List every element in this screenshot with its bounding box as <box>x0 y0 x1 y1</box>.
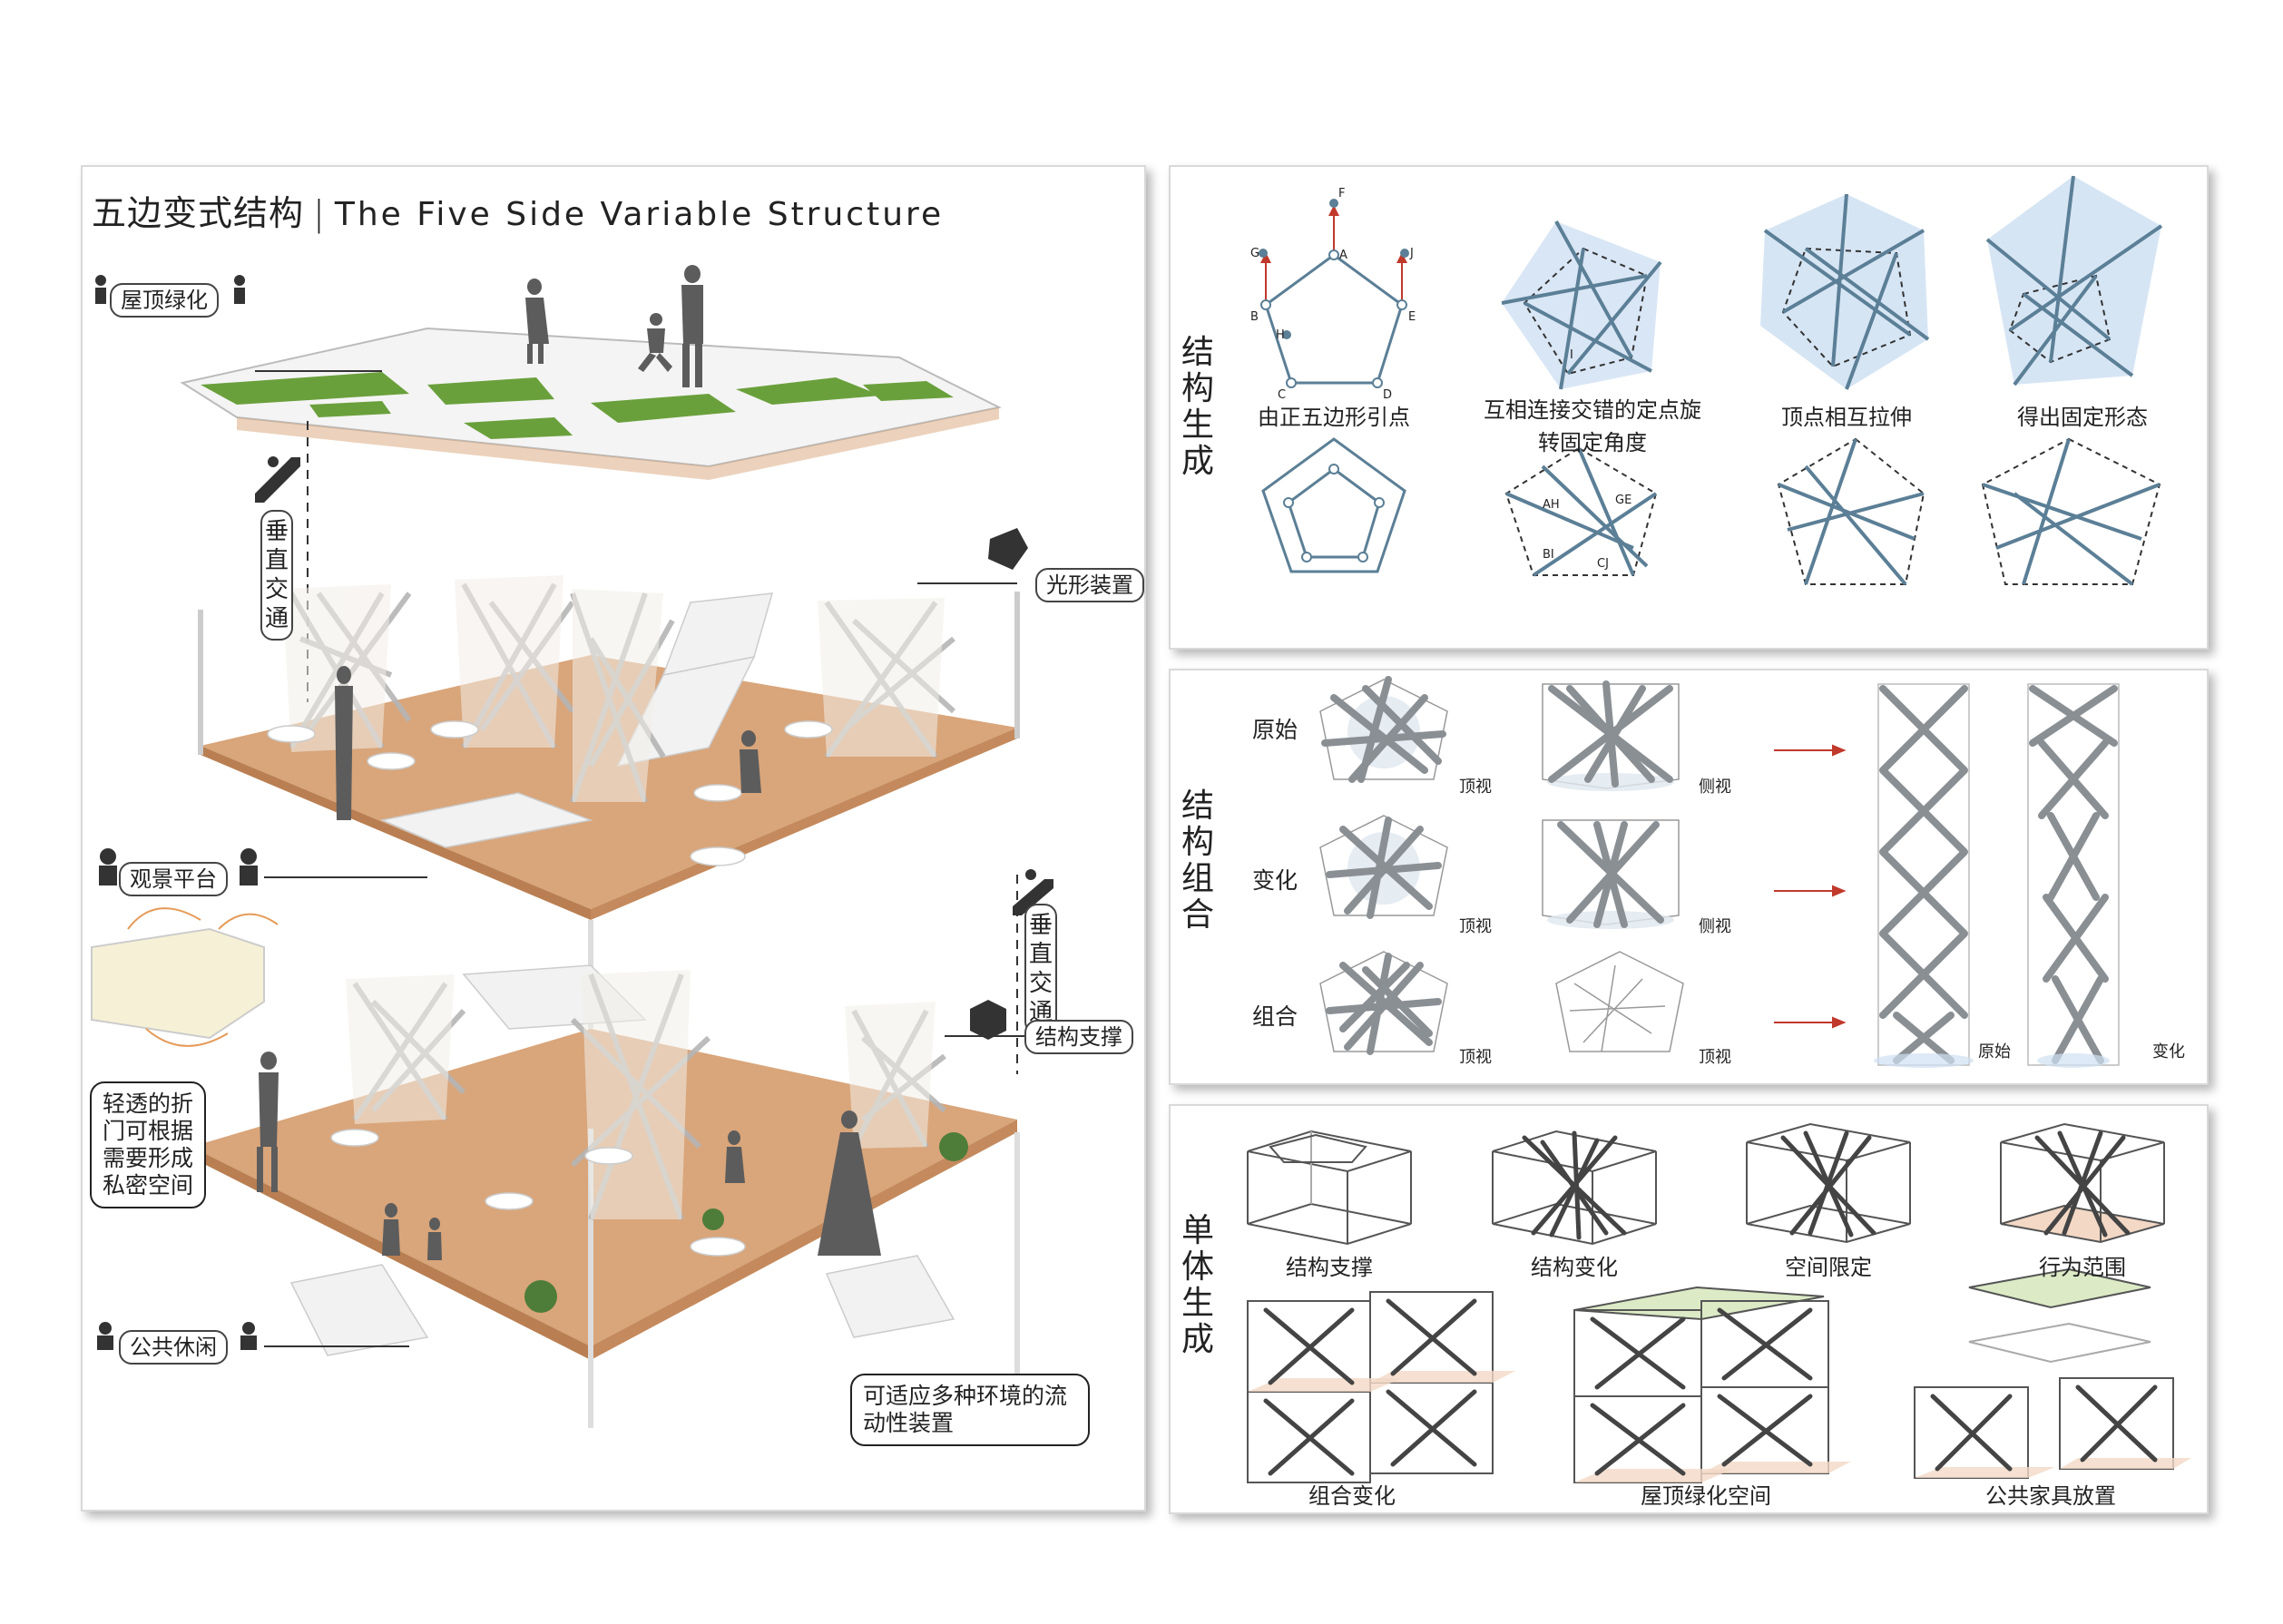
unit-generation-panel: 单体生成 <box>1169 1104 2209 1514</box>
point-label-a: A <box>1339 249 1347 262</box>
grid-cubes-3 <box>1914 1267 2191 1479</box>
public-leisure-label: 公共休闲 <box>119 1330 228 1365</box>
family-icon <box>99 848 258 885</box>
fold-door-illustration <box>91 907 279 1047</box>
top-view-label-3: 顶视 <box>1459 1048 1492 1067</box>
segment-label-ah: AH <box>1543 498 1560 512</box>
structure-combination-title: 结构组合 <box>1181 788 1214 934</box>
caption-rotate-fixed-angle: 互相连接交错的定点旋转固定角度 <box>1484 397 1701 455</box>
roof-people <box>525 265 703 387</box>
caption-combination-variation: 组合变化 <box>1308 1483 1396 1509</box>
diagram-2-top <box>1501 220 1662 390</box>
page-title: 五边变式结构|The Five Side Variable Structure <box>92 185 944 235</box>
caption-behavior-range: 行为范围 <box>2039 1255 2126 1280</box>
point-label-j: J <box>1410 247 1414 260</box>
pentagon-generation-diagrams <box>1259 175 2163 586</box>
escalator-icon-2 <box>1013 869 1053 915</box>
axonometric-panel: 五边变式结构|The Five Side Variable Structure <box>81 165 1146 1511</box>
roof-green-label: 屋顶绿化 <box>110 283 219 318</box>
diagram-4-top <box>1985 175 2163 386</box>
fold-door-note: 轻透的折门可根据需要形成私密空间 <box>90 1081 206 1208</box>
caption-structure-variation: 结构变化 <box>1531 1255 1618 1280</box>
cube-icon <box>970 1000 1006 1040</box>
unit-generation-title: 单体生成 <box>1181 1212 1214 1358</box>
point-label-f: F <box>1338 187 1346 201</box>
point-label-i: I <box>1570 348 1573 362</box>
column-label-variation: 变化 <box>2152 1042 2185 1061</box>
diagram-4-bottom <box>1981 437 2161 586</box>
structure-generation-panel: 结构生成 <box>1169 165 2209 650</box>
segment-label-ge: GE <box>1615 494 1632 507</box>
vertical-traffic-label: 垂直交通 <box>260 510 293 641</box>
point-label-g: G <box>1250 247 1260 260</box>
roof-green-layer <box>180 327 1003 480</box>
row-label-variation: 变化 <box>1252 867 1298 894</box>
side-view-label-1: 侧视 <box>1699 778 1731 797</box>
light-device-icon <box>988 528 1028 570</box>
caption-roof-green-space: 屋顶绿化空间 <box>1641 1483 1771 1509</box>
structure-combination-panel: 结构组合 原始 变化 组合 <box>1169 669 2209 1085</box>
caption-vertex-stretch: 顶点相互拉伸 <box>1781 405 1912 430</box>
row-label-combination: 组合 <box>1252 1003 1298 1030</box>
diagram-3-bottom <box>1777 437 1925 586</box>
escalator-icon <box>255 456 300 503</box>
title-en: The Five Side Variable Structure <box>334 196 945 233</box>
point-label-e: E <box>1408 310 1416 324</box>
diagram-1-top <box>1259 199 1409 388</box>
cube-1 <box>1247 1130 1412 1246</box>
diagram-1-bottom <box>1261 437 1406 573</box>
point-label-h: H <box>1276 328 1285 342</box>
caption-regular-pentagon: 由正五边形引点 <box>1258 405 1410 430</box>
icons <box>95 275 1053 1350</box>
diagram-2-bottom <box>1504 446 1658 577</box>
exploded-axonometric-illustration <box>91 265 1053 1428</box>
unit-diagrams <box>1247 1122 2191 1483</box>
top-view-label-1: 顶视 <box>1459 778 1492 797</box>
diagram-3-top <box>1760 193 1930 390</box>
view-platform-label: 观景平台 <box>119 862 228 896</box>
structure-generation-title: 结构生成 <box>1181 334 1214 480</box>
title-separator: | <box>313 193 326 233</box>
grid-cubes-2 <box>1573 1286 1851 1483</box>
lower-floor-people <box>257 1052 881 1260</box>
point-label-c: C <box>1278 388 1287 402</box>
side-view-label-2: 侧视 <box>1699 917 1731 936</box>
point-label-d: D <box>1383 388 1393 402</box>
gardener-icon <box>95 275 245 304</box>
top-view-label-4: 顶视 <box>1699 1048 1731 1067</box>
adaptive-device-note: 可适应多种环境的流动性装置 <box>850 1374 1090 1446</box>
combination-diagrams <box>1319 676 2120 1068</box>
lower-floor <box>191 964 1020 1428</box>
caption-fixed-form: 得出固定形态 <box>2017 405 2148 430</box>
caption-public-furniture: 公共家具放置 <box>1985 1483 2116 1509</box>
structure-support-label: 结构支撑 <box>1024 1020 1133 1054</box>
row-label-original: 原始 <box>1252 717 1298 743</box>
segment-label-cj: CJ <box>1597 557 1609 571</box>
light-device-label: 光形装置 <box>1035 568 1144 602</box>
point-label-b: B <box>1250 310 1259 324</box>
column-label-original: 原始 <box>1978 1042 2011 1061</box>
vertical-traffic-label-2: 垂直交通 <box>1024 904 1057 1034</box>
caption-space-limit: 空间限定 <box>1785 1255 1872 1280</box>
segment-label-bi: BI <box>1543 548 1554 562</box>
leader-lines <box>255 370 1035 1347</box>
grid-cubes-1 <box>1247 1291 1515 1483</box>
upper-floor-people <box>335 666 761 820</box>
top-view-label-2: 顶视 <box>1459 917 1492 936</box>
title-cn: 五边变式结构 <box>92 193 305 233</box>
sitting-person-icon <box>97 1322 257 1350</box>
upper-floor <box>198 575 1020 1129</box>
caption-structure-support: 结构支撑 <box>1286 1255 1373 1280</box>
